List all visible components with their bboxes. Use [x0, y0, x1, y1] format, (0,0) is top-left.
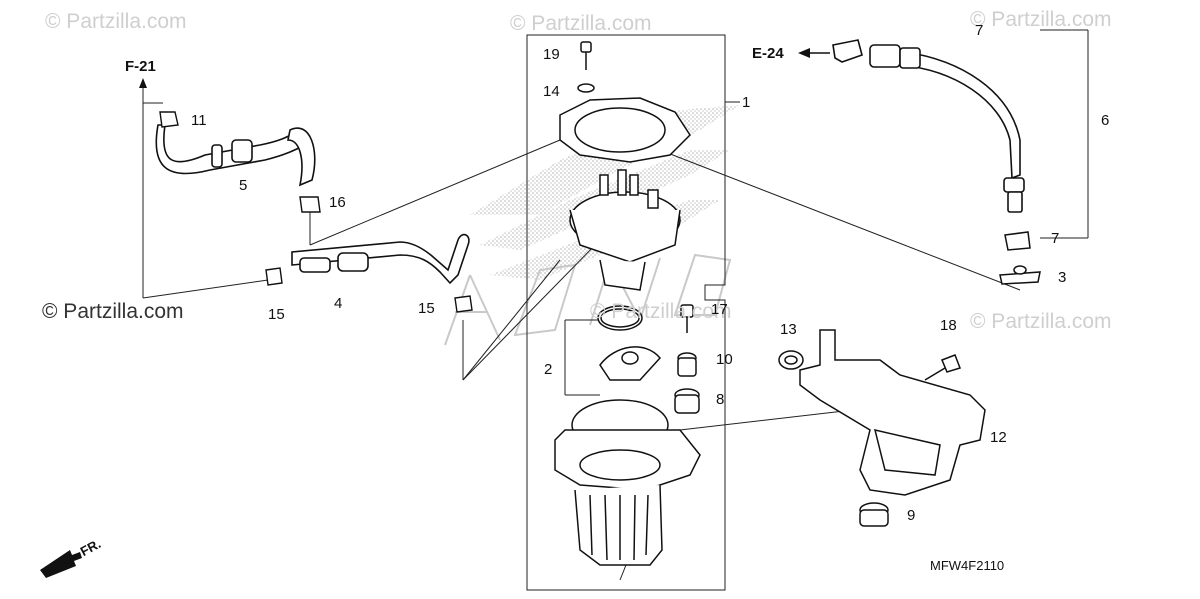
callout-11: 11: [191, 112, 207, 129]
callout-2: 2: [544, 361, 553, 378]
callout-12: 12: [990, 429, 1007, 446]
diagram-code: MFW4F2110: [930, 558, 1005, 573]
callout-7: 7: [1051, 230, 1060, 247]
callout-1: 1: [742, 94, 751, 111]
e24-arrow: [798, 48, 810, 58]
pump-top-assembly: [559, 41, 691, 291]
watermark-text: © Partzilla.com: [970, 8, 1112, 31]
hose-5: [155, 124, 316, 187]
watermark-text: © Partzilla.com: [970, 310, 1112, 333]
callout-8: 8: [716, 391, 725, 408]
callout-19: 19: [543, 46, 560, 63]
clamps: [159, 111, 473, 313]
callout-15: 15: [418, 300, 435, 317]
pump-body: [554, 399, 701, 566]
callout-17: 17: [711, 301, 728, 318]
callout-16: 16: [329, 194, 346, 211]
fuel-fittings: [999, 231, 1041, 285]
callout-10: 10: [716, 351, 733, 368]
reference-e24: E-24: [752, 45, 784, 62]
watermark-text: © Partzilla.com: [510, 12, 652, 35]
callout-9: 9: [907, 507, 916, 524]
fuel-hose-6: [832, 39, 1025, 213]
mount-parts: [674, 304, 700, 414]
hose-4: [291, 233, 470, 285]
callout-14: 14: [543, 83, 560, 100]
bracket-12: [799, 329, 986, 496]
callout-13: 13: [780, 321, 797, 338]
f21-arrow: [139, 78, 147, 88]
callout-5: 5: [239, 177, 248, 194]
assembly-bracket: [526, 34, 740, 591]
callout-7: 7: [975, 22, 984, 39]
watermark-text: © Partzilla.com: [45, 10, 187, 33]
front-arrow: [40, 550, 82, 578]
reference-f21: F-21: [125, 58, 156, 75]
callout-3: 3: [1058, 269, 1067, 286]
watermark-text: © Partzilla.com: [42, 300, 184, 323]
callout-18: 18: [940, 317, 957, 334]
watermark-text: © Partzilla.com: [590, 300, 732, 323]
callout-15: 15: [268, 306, 285, 323]
pump-gasket-parts: [597, 305, 661, 381]
callout-6: 6: [1101, 112, 1110, 129]
small-hardware: [778, 350, 961, 527]
callout-4: 4: [334, 295, 343, 312]
